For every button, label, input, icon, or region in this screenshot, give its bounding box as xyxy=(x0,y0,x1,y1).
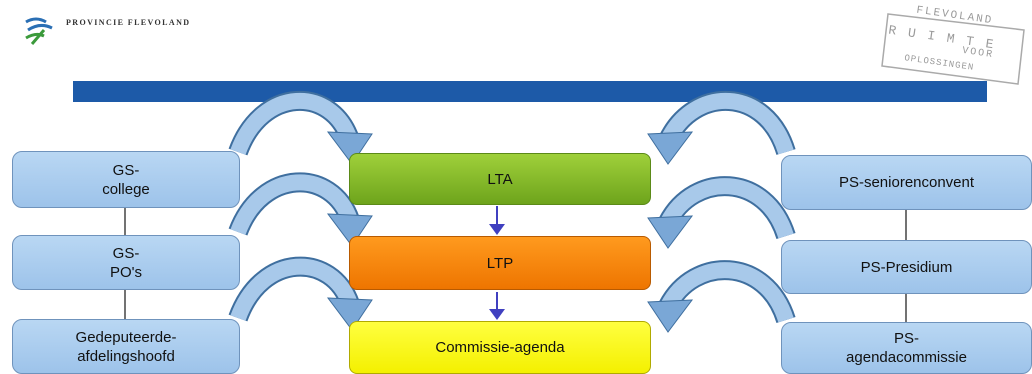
slogan-stamp: FLEVOLAND R U I M T E VOOR OPLOSSINGEN xyxy=(880,4,1030,86)
box-lta-label: LTA xyxy=(487,170,513,188)
box-gs-pos: GS- PO's xyxy=(12,235,240,290)
curved-arrow-right-2 xyxy=(647,176,796,249)
down-arrow-2 xyxy=(489,292,505,320)
box-ps-presidium: PS-Presidium xyxy=(781,240,1032,294)
curved-arrow-left-2 xyxy=(228,172,373,247)
box-commissie-agenda-label: Commissie-agenda xyxy=(435,339,565,356)
box-gs-pos-line1: GS- xyxy=(112,244,140,262)
flevoland-logo xyxy=(25,17,53,45)
box-ltp-label: LTP xyxy=(486,254,514,272)
box-gs-pos-line2: PO's xyxy=(109,263,143,281)
down-arrow-1 xyxy=(489,206,505,235)
box-gs-college-line2: college xyxy=(102,180,150,198)
curved-arrow-left-3 xyxy=(228,256,373,331)
box-ps-seniorenconvent-line1: PS-seniorenconvent xyxy=(838,174,975,191)
box-commissie-agenda: Commissie-agenda xyxy=(349,321,651,374)
box-ps-agendacommissie-line2: agendacommissie xyxy=(846,349,967,366)
curved-arrow-right-3 xyxy=(647,260,796,333)
box-ps-agendacommissie-line1: PS- xyxy=(893,330,919,347)
box-gedeputeerde: Gedeputeerde- afdelingshoofd xyxy=(12,319,240,374)
box-gedeputeerde-line1: Gedeputeerde- xyxy=(75,328,177,346)
box-ltp: LTP xyxy=(349,236,651,290)
curved-arrow-left-1 xyxy=(228,90,373,165)
box-gs-college-line1: GS- xyxy=(112,161,140,179)
box-ps-agendacommissie: PS- agendacommissie xyxy=(781,322,1032,374)
curved-arrow-right-1 xyxy=(647,90,796,165)
brand-name: PROVINCIE FLEVOLAND xyxy=(66,18,191,27)
box-ps-presidium-line1: PS-Presidium xyxy=(860,258,953,276)
box-lta: LTA xyxy=(349,153,651,205)
box-ps-seniorenconvent: PS-seniorenconvent xyxy=(781,155,1032,210)
box-gedeputeerde-line2: afdelingshoofd xyxy=(77,347,175,365)
box-gs-college: GS- college xyxy=(12,151,240,208)
